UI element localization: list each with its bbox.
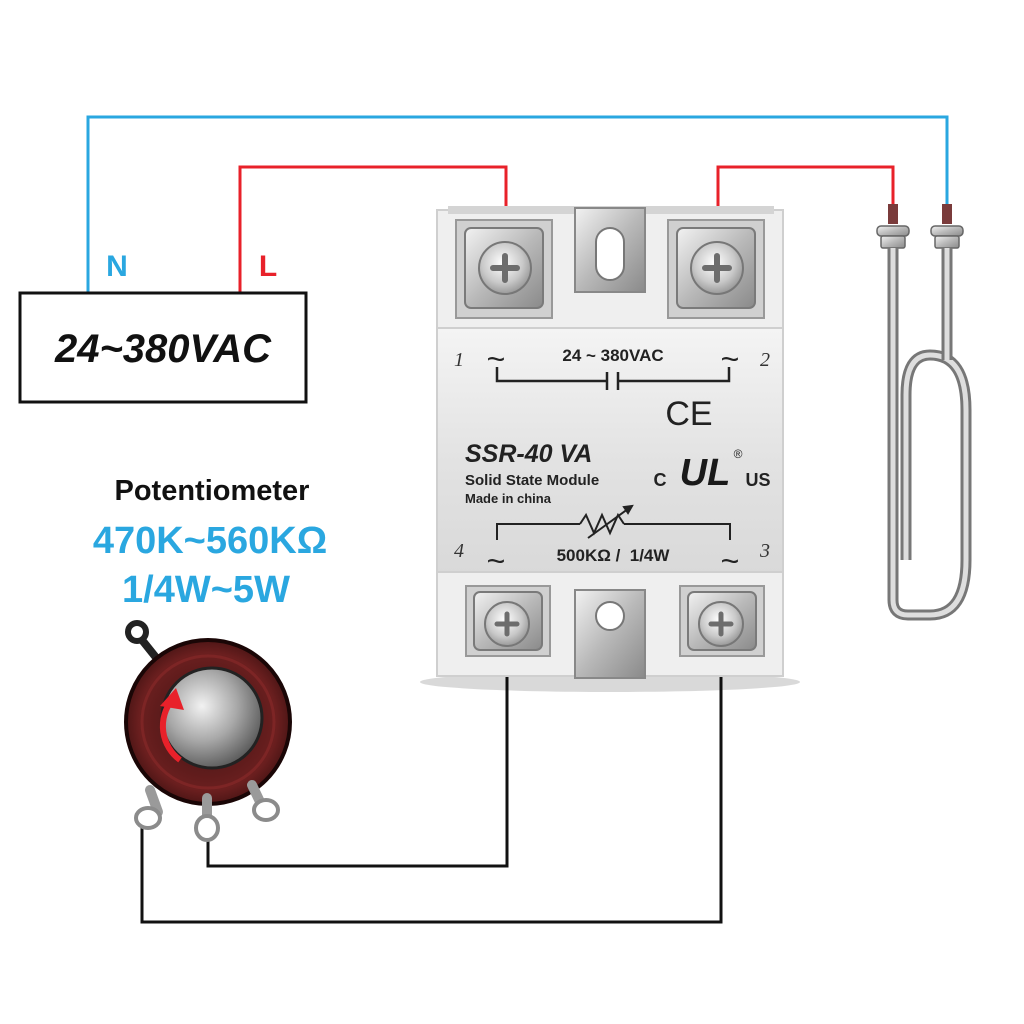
terminal-1-ac-symbol: ~ [487, 341, 506, 377]
potentiometer-mount-lug [125, 620, 149, 644]
neutral-wire [86, 115, 949, 292]
potentiometer-terminals [134, 780, 280, 842]
svg-text:®: ® [734, 447, 743, 461]
relay-origin: Made in china [465, 491, 552, 506]
potentiometer [124, 620, 292, 842]
control-wire-terminal-3 [140, 640, 723, 924]
rotation-arrow-head-icon [160, 688, 184, 710]
heater-element [876, 204, 972, 621]
terminal-2-number: 2 [760, 349, 770, 371]
ce-mark-icon: CE [665, 395, 712, 433]
line-label: L [259, 250, 277, 283]
switch-symbol-icon [495, 367, 731, 390]
relay-ac-rating: 24 ~ 380VAC [562, 346, 663, 365]
ul-mark-icon: C UL ® US [654, 447, 771, 494]
relay-model: SSR-40 VA [465, 440, 592, 468]
power-source: 24~380VAC N L [18, 250, 308, 404]
potentiometer-knob[interactable] [160, 666, 264, 770]
terminal-3-ac-symbol: ~ [721, 543, 740, 579]
svg-text:UL: UL [680, 452, 731, 494]
relay-mount-tab-bottom [574, 589, 646, 679]
control-wire-terminal-4 [206, 640, 509, 868]
terminal-4-ac-symbol: ~ [487, 543, 506, 579]
terminal-1-number: 1 [454, 349, 464, 371]
terminal-3-number: 3 [759, 540, 770, 562]
relay-control-rating: 500KΩ / 1/4W [557, 546, 671, 565]
potentiometer-spec: Potentiometer 470K~560KΩ 1/4W~5W [93, 475, 327, 611]
potentiometer-resistance: 470K~560KΩ [93, 520, 327, 562]
terminal-4-number: 4 [454, 540, 464, 562]
variable-resistor-symbol-icon [496, 504, 731, 540]
line-wire-terminal-2-to-heater [716, 165, 895, 232]
svg-text:US: US [745, 470, 770, 490]
wiring [86, 115, 949, 924]
svg-text:C: C [654, 470, 667, 490]
power-source-label: 24~380VAC [54, 327, 272, 371]
line-wire-source-to-terminal-1 [238, 165, 508, 292]
potentiometer-title: Potentiometer [115, 475, 310, 507]
terminal-2-ac-symbol: ~ [721, 341, 740, 377]
relay-description: Solid State Module [465, 472, 599, 489]
heater-flange-right [930, 225, 964, 237]
relay-faceplate [436, 327, 784, 575]
potentiometer-power: 1/4W~5W [122, 569, 290, 611]
heater-flange-left [876, 225, 910, 237]
power-source-box [18, 291, 308, 404]
solid-state-relay: 1 2 4 3 ~ ~ ~ ~ 24 ~ 380VAC CE C UL ® US… [420, 206, 800, 692]
neutral-label: N [106, 250, 128, 283]
